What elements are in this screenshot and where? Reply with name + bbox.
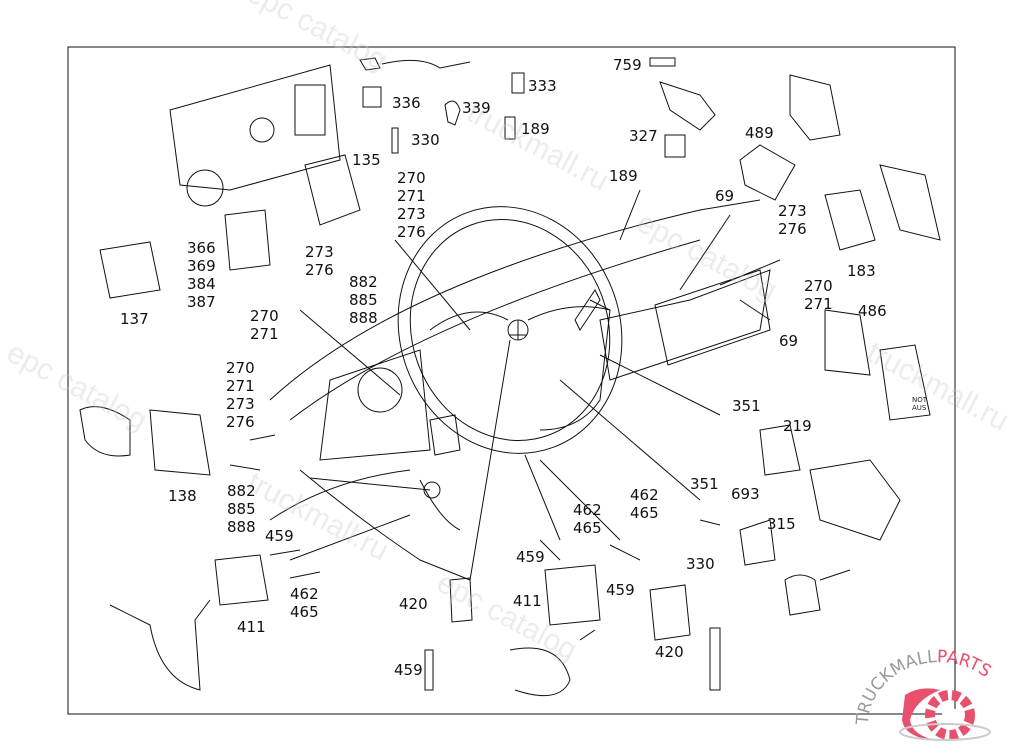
- callout-462-465: 462 465: [290, 585, 319, 621]
- callout-189: 189: [521, 120, 550, 138]
- callout-270-271: 270 271: [250, 307, 279, 343]
- callout-273-276: 273 276: [778, 202, 807, 238]
- callout-336: 336: [392, 94, 421, 112]
- callout-219: 219: [783, 417, 812, 435]
- diagram-frame: [67, 46, 956, 715]
- callout-420: 420: [399, 595, 428, 613]
- callout-135: 135: [352, 151, 381, 169]
- callout-339: 339: [462, 99, 491, 117]
- callout-459: 459: [265, 527, 294, 545]
- callout-462-465: 462 465: [630, 486, 659, 522]
- callout-486: 486: [858, 302, 887, 320]
- callout-69: 69: [779, 332, 799, 350]
- steering-wheel: [397, 206, 623, 454]
- callout-411: 411: [237, 618, 266, 636]
- callout-366-387: 366 369 384 387: [187, 239, 216, 311]
- callout-459: 459: [516, 548, 545, 566]
- callout-315: 315: [767, 515, 796, 533]
- callout-183: 183: [847, 262, 876, 280]
- callout-420: 420: [655, 643, 684, 661]
- callout-693: 693: [731, 485, 760, 503]
- callout-69: 69: [715, 187, 735, 205]
- truckmallparts-logo: TRUCKMALLPARTS: [850, 640, 1024, 750]
- callout-351: 351: [732, 397, 761, 415]
- callout-882-888: 882 885 888: [227, 482, 256, 536]
- callout-882-888: 882 885 888: [349, 273, 378, 327]
- callout-137: 137: [120, 310, 149, 328]
- callout-489: 489: [745, 124, 774, 142]
- callout-411: 411: [513, 592, 542, 610]
- parts: [79, 57, 941, 697]
- callout-462-465: 462 465: [573, 501, 602, 537]
- callout-270-271: 270 271: [804, 277, 833, 313]
- callout-459: 459: [606, 581, 635, 599]
- callout-759: 759: [613, 56, 642, 74]
- callout-327: 327: [629, 127, 658, 145]
- callout-330: 330: [686, 555, 715, 573]
- callout-270-276: 270 271 273 276: [397, 169, 426, 241]
- leader-lines: [289, 189, 781, 581]
- callout-330: 330: [411, 131, 440, 149]
- callout-189: 189: [609, 167, 638, 185]
- callout-270-276: 270 271 273 276: [226, 359, 255, 431]
- callout-351: 351: [690, 475, 719, 493]
- dashboard: [269, 199, 771, 581]
- callout-459: 459: [394, 661, 423, 679]
- callout-138: 138: [168, 487, 197, 505]
- callout-273-276: 273 276: [305, 243, 334, 279]
- callout-333: 333: [528, 77, 557, 95]
- switch-label: NOT AUS: [912, 396, 928, 412]
